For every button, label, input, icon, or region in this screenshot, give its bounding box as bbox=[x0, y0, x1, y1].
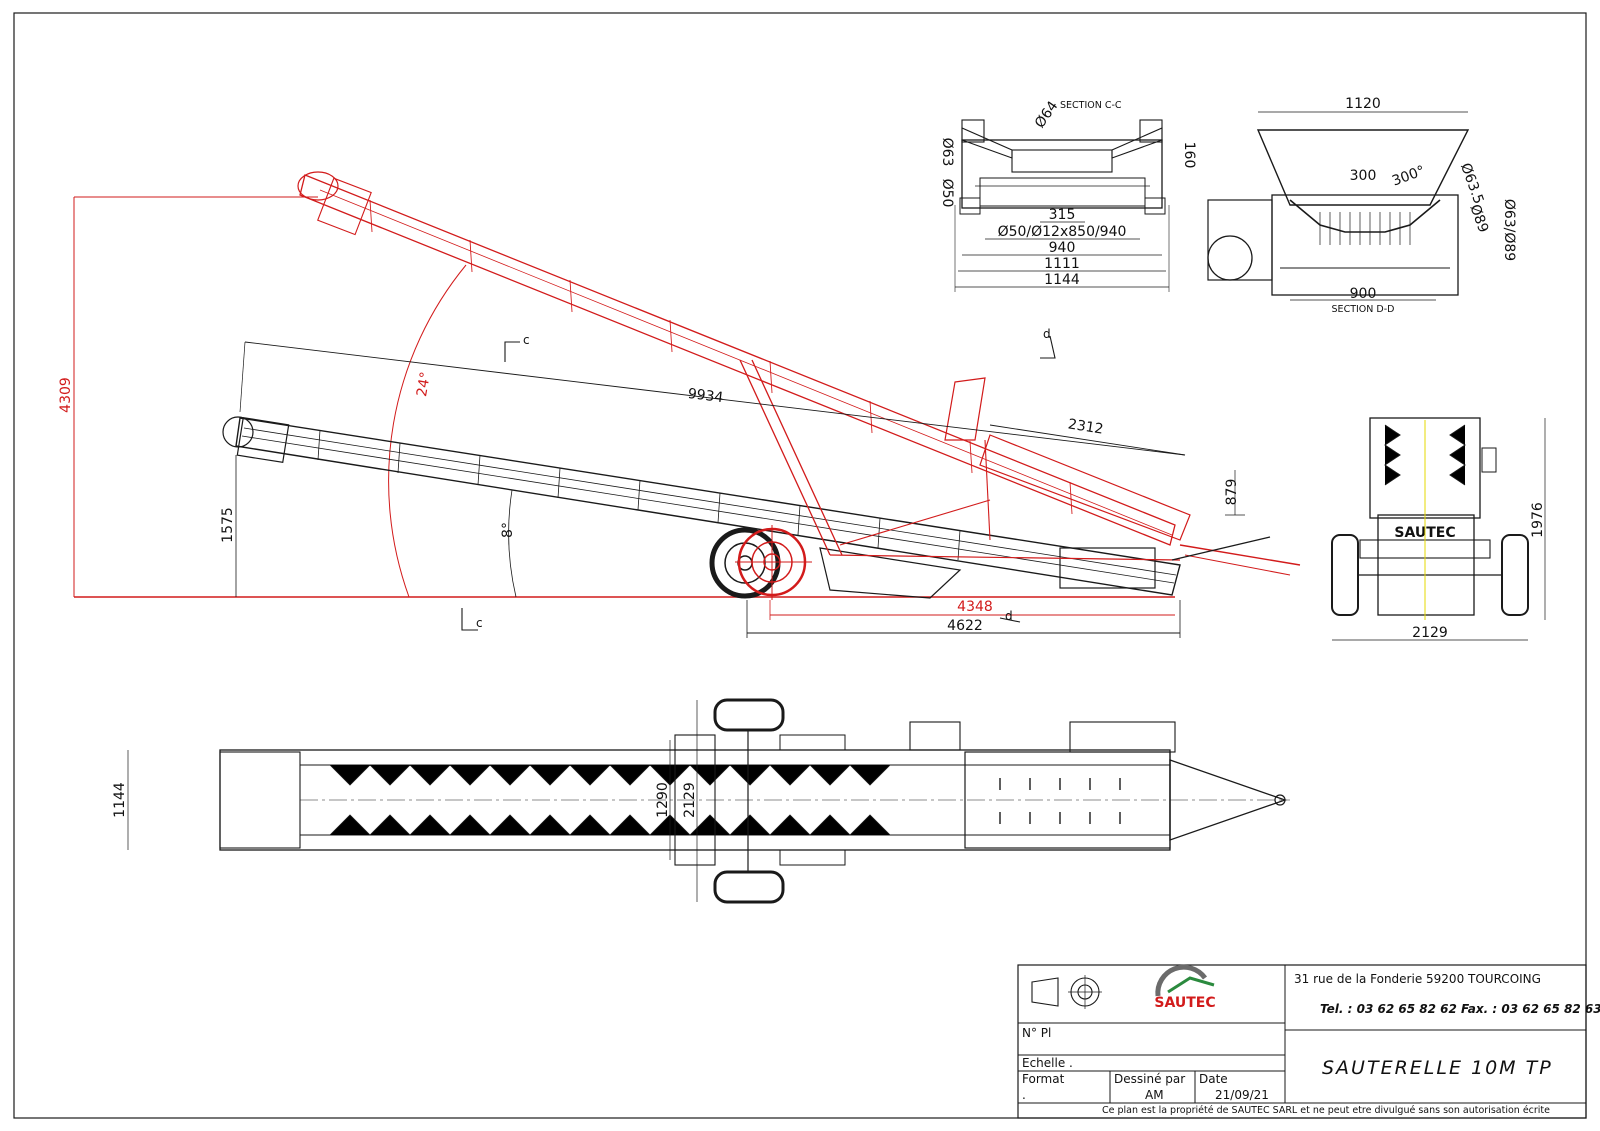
wheel-black bbox=[709, 527, 781, 599]
dim-315: 315 bbox=[1049, 207, 1076, 223]
dim-160: 160 bbox=[1181, 142, 1197, 169]
format-label: Format bbox=[1022, 1072, 1065, 1086]
projection-symbol-icon bbox=[1031, 975, 1102, 1009]
dim-line-9934 bbox=[244, 341, 1186, 456]
date-value: 21/09/21 bbox=[1215, 1088, 1269, 1102]
dim-2129-top: 2129 bbox=[682, 782, 698, 818]
title-block: SAUTEC 31 rue de la Fonderie 59200 TOURC… bbox=[1017, 964, 1600, 1119]
angle-arc-24 bbox=[388, 264, 467, 598]
dim-63-89: Ø63/Ø89 bbox=[1501, 199, 1517, 261]
format-value: . bbox=[1022, 1088, 1026, 1102]
section-marker-d-top: d bbox=[1040, 327, 1056, 359]
section-d-view: 1120 300 300° Ø63.5 Ø89 Ø63/Ø89 900 SECT… bbox=[1207, 96, 1517, 315]
wheel-red bbox=[735, 525, 812, 600]
dim-63-5: Ø63.5 bbox=[1457, 161, 1486, 206]
dim-24deg: 24° bbox=[414, 371, 434, 398]
sautec-logo-icon: SAUTEC bbox=[1154, 964, 1216, 1011]
dim-50: Ø50 bbox=[939, 179, 955, 208]
angle-arc-8 bbox=[508, 489, 517, 598]
section-marker-c-top: c bbox=[504, 333, 530, 362]
section-marker-d-bottom: d bbox=[999, 609, 1021, 623]
drawn-by-label: Dessiné par bbox=[1114, 1072, 1185, 1086]
dim-roll-64: Ø64 bbox=[1032, 98, 1062, 131]
dim-1575: 1575 bbox=[220, 507, 236, 543]
dim-900: 900 bbox=[1350, 286, 1377, 302]
date-label: Date bbox=[1199, 1072, 1228, 1086]
copyright-notice: Ce plan est la propriété de SAUTEC SARL … bbox=[1102, 1105, 1550, 1116]
dim-4622: 4622 bbox=[947, 618, 983, 634]
dim-63: Ø63 bbox=[939, 138, 955, 167]
rear-view: SAUTEC 1976 2129 bbox=[1331, 417, 1546, 641]
dim-300deg: 300° bbox=[1390, 163, 1427, 190]
towbar-black bbox=[1171, 536, 1271, 561]
svg-text:c: c bbox=[523, 333, 530, 347]
dim-4348: 4348 bbox=[957, 599, 993, 615]
dim-1111: 1111 bbox=[1044, 256, 1080, 272]
dim-1120: 1120 bbox=[1345, 96, 1381, 112]
dim-1144-top: 1144 bbox=[112, 782, 128, 818]
svg-text:d: d bbox=[1043, 327, 1051, 341]
svg-text:c: c bbox=[476, 616, 483, 630]
section-c-view: Ø64 SECTION C-C Ø63 Ø50 160 315 Ø50/Ø12x… bbox=[939, 98, 1197, 292]
svg-text:d: d bbox=[1005, 609, 1013, 623]
company-address: 31 rue de la Fonderie 59200 TOURCOING bbox=[1294, 972, 1541, 986]
dim-879: 879 bbox=[1224, 479, 1240, 506]
conveyor-low bbox=[222, 416, 1181, 599]
dim-2129-rear: 2129 bbox=[1412, 625, 1448, 641]
dim-line-2312 bbox=[989, 424, 1186, 456]
dim-4309: 4309 bbox=[58, 377, 74, 413]
dim-9934: 9934 bbox=[687, 386, 724, 406]
company-phone: Tel. : 03 62 65 82 62 Fax. : 03 62 65 82… bbox=[1320, 1002, 1600, 1016]
dim-89: Ø89 bbox=[1466, 202, 1491, 235]
section-c-label: SECTION C-C bbox=[1060, 100, 1122, 111]
dim-940: 940 bbox=[1049, 240, 1076, 256]
dim-1976: 1976 bbox=[1530, 502, 1546, 538]
sheet-border bbox=[13, 12, 1587, 1119]
section-d-label: SECTION D-D bbox=[1332, 304, 1395, 315]
top-view: 1144 1290 2129 bbox=[112, 698, 1290, 904]
drawn-by-value: AM bbox=[1145, 1088, 1164, 1102]
conveyor-raised bbox=[297, 171, 1301, 576]
dim-1144: 1144 bbox=[1044, 272, 1080, 288]
scale-label: Echelle . bbox=[1022, 1056, 1073, 1070]
dim-1290: 1290 bbox=[655, 782, 671, 818]
plan-number-label: N° Pl bbox=[1022, 1026, 1051, 1040]
section-marker-c-bottom: c bbox=[461, 608, 483, 631]
dim-300: 300 bbox=[1350, 168, 1377, 184]
dim-8deg: 8° bbox=[500, 522, 516, 538]
side-view: 4309 24° bbox=[58, 171, 1301, 638]
dim-axle: Ø50/Ø12x850/940 bbox=[998, 224, 1127, 240]
drawing-title: SAUTERELLE 10M TP bbox=[1322, 1057, 1553, 1079]
dim-2312: 2312 bbox=[1067, 416, 1105, 437]
svg-text:SAUTEC: SAUTEC bbox=[1154, 995, 1215, 1011]
